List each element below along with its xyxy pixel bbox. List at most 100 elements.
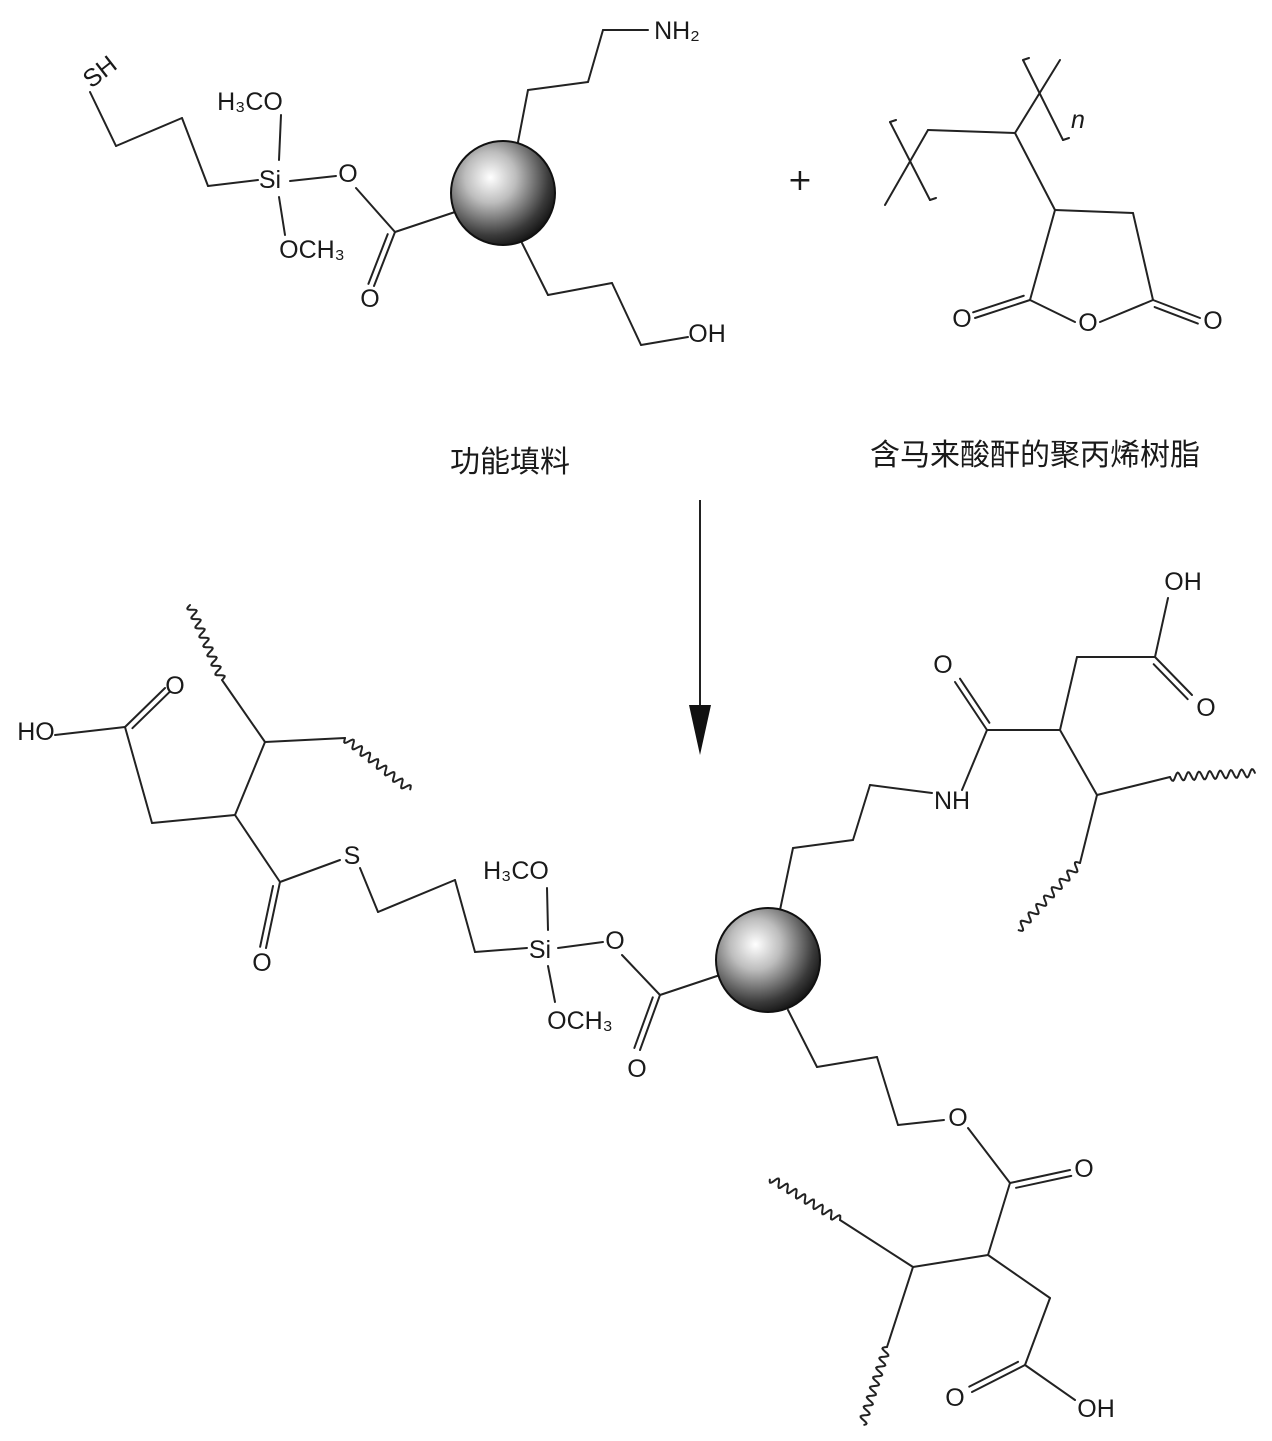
- acid-top-o-label: O: [1196, 694, 1215, 722]
- ester-link-o-label: O: [948, 1104, 967, 1132]
- single-bond: [877, 1057, 898, 1125]
- single-bond: [788, 1010, 817, 1067]
- single-bond: [290, 176, 336, 181]
- single-bond: [360, 868, 378, 912]
- single-bond: [988, 1183, 1010, 1255]
- single-bond: [588, 30, 603, 82]
- single-bond: [116, 118, 182, 146]
- single-bond: [641, 337, 688, 345]
- single-bond: [890, 120, 896, 122]
- single-bond: [548, 283, 612, 295]
- double-bond: [1016, 1176, 1071, 1188]
- single-bond: [475, 948, 527, 952]
- wavy-polymer-bond: [861, 1347, 889, 1425]
- single-bond: [1080, 795, 1097, 863]
- double-bond: [260, 886, 273, 947]
- amide-nh-label: NH: [934, 787, 970, 815]
- double-bond: [969, 1362, 1018, 1387]
- functional-filler-caption: 功能填料: [450, 445, 570, 480]
- product-ester-o-label: O: [605, 927, 624, 955]
- single-bond: [1025, 1365, 1075, 1400]
- double-bond: [125, 688, 165, 727]
- single-bond: [887, 1267, 913, 1347]
- single-bond: [622, 955, 660, 995]
- oh-top-label: OH: [1164, 568, 1202, 596]
- single-bond: [870, 785, 932, 793]
- anhydride-o-right-label: O: [1203, 307, 1222, 335]
- single-bond: [1060, 730, 1097, 795]
- single-bond: [1023, 58, 1029, 60]
- product-och3-label: OCH₃: [547, 1007, 613, 1035]
- repeat-n-label: n: [1071, 106, 1085, 134]
- ester2-o-label: O: [1074, 1155, 1093, 1183]
- single-bond: [817, 1057, 877, 1067]
- single-bond: [962, 730, 987, 790]
- double-bond: [1010, 1170, 1070, 1183]
- double-bond: [1155, 657, 1192, 695]
- product-filler-particle-sphere: [716, 908, 820, 1012]
- product-si-label: Si: [529, 936, 551, 964]
- wavy-polymer-bond: [1170, 769, 1255, 781]
- single-bond: [1025, 1298, 1050, 1365]
- single-bond: [793, 840, 853, 848]
- single-bond: [279, 197, 285, 235]
- h3co-label: H₃CO: [217, 88, 283, 116]
- single-bond: [660, 975, 720, 995]
- double-bond: [266, 882, 280, 948]
- single-bond: [1063, 138, 1069, 140]
- single-bond: [1097, 777, 1170, 795]
- single-bond: [913, 1255, 988, 1267]
- si-label: Si: [259, 166, 281, 194]
- double-bond: [132, 692, 169, 728]
- single-bond: [548, 966, 555, 1002]
- single-bond: [930, 198, 936, 200]
- sh-label: SH: [78, 50, 123, 93]
- single-bond: [518, 90, 528, 142]
- single-bond: [152, 815, 235, 823]
- single-bond: [1060, 657, 1077, 730]
- single-bond: [898, 1120, 944, 1125]
- wavy-polymer-bond: [770, 1179, 841, 1221]
- single-bond: [558, 942, 603, 948]
- och3-label: OCH₃: [279, 236, 345, 264]
- thioester-s-label: S: [344, 842, 361, 870]
- plus-sign: +: [787, 163, 812, 198]
- double-bond: [960, 679, 989, 723]
- wavy-polymer-bond: [187, 605, 224, 679]
- wavy-polymer-bond: [344, 738, 411, 789]
- single-bond: [840, 1220, 913, 1267]
- single-bond: [395, 212, 455, 232]
- double-bond: [972, 1365, 1025, 1392]
- single-bond: [1133, 213, 1153, 300]
- amide-o-label: O: [933, 651, 952, 679]
- anhydride-o-left-label: O: [952, 305, 971, 333]
- single-bond: [522, 243, 548, 295]
- single-bond: [1023, 60, 1063, 140]
- thioester-o-label: O: [252, 949, 271, 977]
- single-bond: [356, 188, 395, 232]
- nh2-label: NH₂: [654, 17, 700, 45]
- single-bond: [1015, 133, 1055, 210]
- single-bond: [1030, 210, 1055, 300]
- carbonyl-oxygen-label: O: [360, 285, 379, 313]
- single-bond: [890, 122, 930, 200]
- single-bond: [1030, 300, 1075, 322]
- single-bond: [547, 888, 548, 930]
- single-bond: [182, 118, 208, 186]
- single-bond: [265, 738, 345, 742]
- single-bond: [280, 860, 340, 882]
- bonds-layer: [55, 30, 1255, 1425]
- filler-particle-sphere: [451, 141, 555, 245]
- single-bond: [55, 727, 125, 735]
- single-bond: [378, 880, 455, 912]
- single-bond: [455, 880, 475, 952]
- product-carbonyl-o-label: O: [627, 1055, 646, 1083]
- ho-left-label: HO: [17, 718, 55, 746]
- single-bond: [885, 130, 928, 205]
- ester-oxygen-label: O: [338, 160, 357, 188]
- reaction-arrow-head: [689, 705, 711, 755]
- single-bond: [235, 815, 280, 882]
- single-bond: [1055, 210, 1133, 213]
- double-bond: [955, 682, 987, 730]
- single-bond: [528, 82, 588, 90]
